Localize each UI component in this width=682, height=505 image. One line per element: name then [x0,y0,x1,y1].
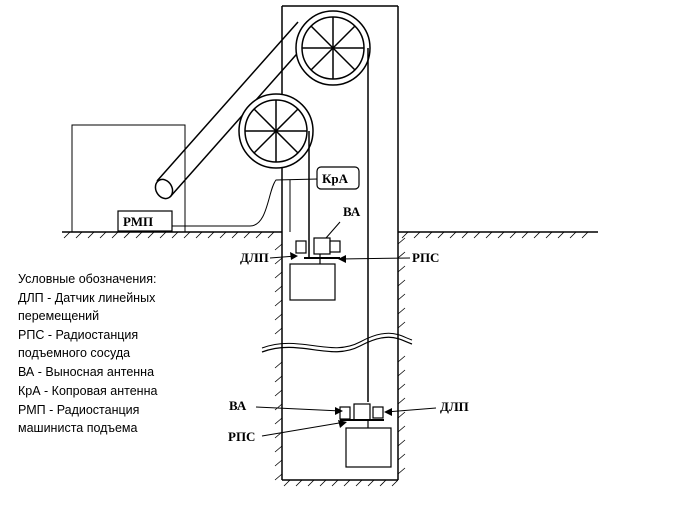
rps-top-label: РПС [412,250,439,265]
shaft-wall-hatching [274,237,406,487]
legend-title: Условные обозначения: [18,272,157,286]
dlp-top-label: ДЛП [240,250,269,265]
va-top-label: ВА [343,204,361,219]
rps-top-arrow [339,257,411,260]
upper-skip-cage [289,237,341,301]
lower-sheave-wheel [238,93,314,169]
rps-bottom-label: РПС [228,429,255,444]
lower-skip-cage [339,403,392,468]
legend-line: машиниста подъема [18,421,138,435]
legend-line: подъемного сосуда [18,346,130,360]
legend-line: РМП - Радиостанция [18,403,139,417]
legend: Условные обозначения: ДЛП - Датчик линей… [18,272,157,435]
shaft-break-line-2 [261,332,413,349]
legend-line: ДЛП - Датчик линейных [18,291,156,305]
va-bottom-arrowhead [335,407,343,415]
dlp-top-arrowhead [290,252,298,260]
rps-bottom-arrowhead [338,420,347,428]
rps-top-arrowhead [338,255,346,263]
shaft-walls [281,232,399,481]
legend-line: КрА - Копровая антенна [18,384,157,398]
va-top-leader [325,221,341,239]
rmp-box: РМП [117,210,173,232]
kra-label: КрА [322,171,349,186]
va-bottom-arrow [255,406,342,412]
dlp-bottom-arrowhead [384,408,392,416]
legend-line: перемещений [18,309,99,323]
upper-sheave-wheel [295,10,371,86]
hoist-ropes [308,48,369,402]
va-bottom-label: ВА [229,398,247,413]
antenna-feeder-cable [172,178,319,227]
legend-line: ВА - Выносная антенна [18,365,154,379]
rps-bottom-arrow [261,421,346,437]
dlp-bottom-label: ДЛП [440,399,469,414]
hoist-drum [154,21,312,200]
shaft-break-line [261,336,413,353]
dlp-bottom-arrow [385,407,437,413]
legend-line: РПС - Радиостанция [18,328,138,342]
hoist-house [71,124,186,233]
rmp-label: РМП [123,214,153,229]
kra-box: КрА [316,166,360,190]
